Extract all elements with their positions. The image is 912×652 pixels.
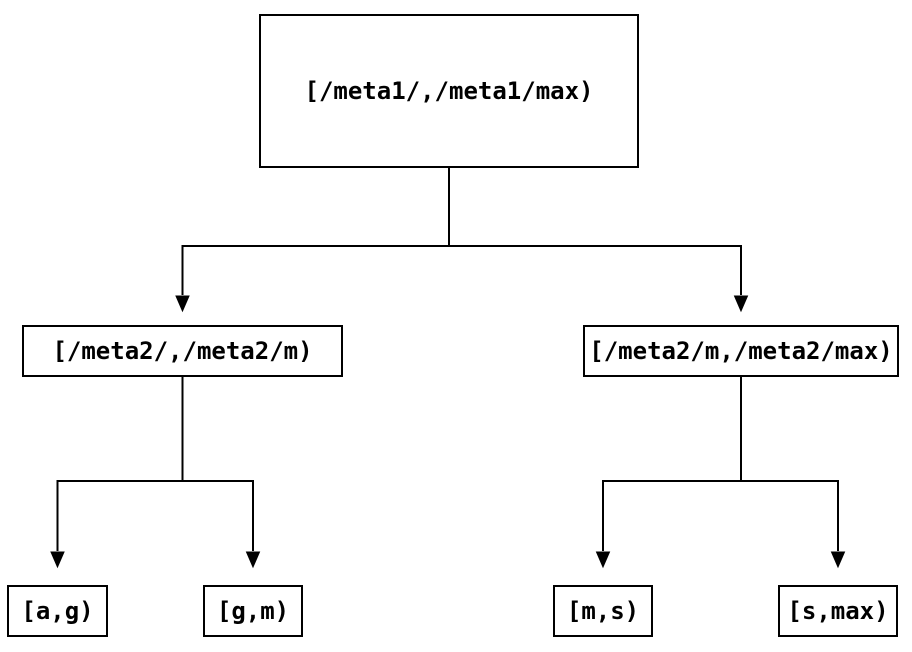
node-leaf-gm: [g,m) (203, 585, 303, 637)
arrowhead-leaf-1 (245, 551, 261, 569)
arrowhead-leaf-3 (830, 551, 846, 569)
node-left-range: [/meta2/,/meta2/m) (22, 325, 343, 377)
arrowhead-mid-left (175, 295, 190, 313)
node-leaf-ms: [m,s) (553, 585, 653, 637)
node-right-range: [/meta2/m,/meta2/max) (583, 325, 899, 377)
node-leaf-ag: [a,g) (7, 585, 108, 637)
node-leaf-smax: [s,max) (778, 585, 898, 637)
arrowhead-leaf-2 (595, 551, 611, 569)
arrowhead-leaf-0 (50, 551, 65, 569)
node-root-range: [/meta1/,/meta1/max) (259, 14, 639, 168)
arrowhead-mid-right (733, 295, 749, 313)
